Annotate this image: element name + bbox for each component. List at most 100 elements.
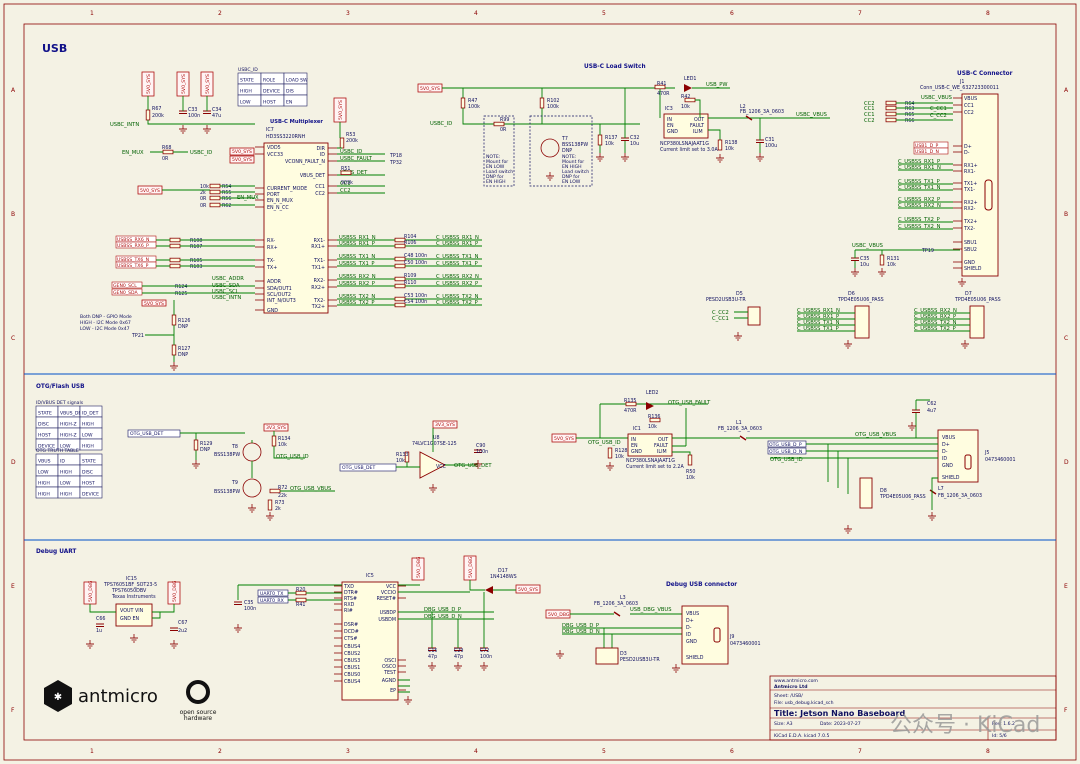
net-label: C_USBSS_TX1_N <box>797 320 840 326</box>
svg-text:ID: ID <box>686 632 691 638</box>
svg-text:OTG_USB_VBUS: OTG_USB_VBUS <box>855 432 896 438</box>
table-cell: HIGH <box>82 444 94 450</box>
power-sel-1: 5V0_SYS <box>229 147 255 156</box>
ic7-pin-label: VDD5 <box>267 145 281 151</box>
table-cell: DEVICE <box>82 492 99 498</box>
svg-text:5V0_SYS: 5V0_SYS <box>232 149 252 155</box>
svg-text:R72: R72 <box>278 485 287 491</box>
grid-col-label: 1 <box>90 748 94 755</box>
ic1-ref: IC1 <box>633 426 641 432</box>
svg-text:C_CC1: C_CC1 <box>930 106 947 112</box>
svg-text:C62: C62 <box>927 401 936 407</box>
d6-ref: D6 <box>848 291 855 297</box>
grid-row-label: E <box>11 583 15 590</box>
hier-label: GEN0_SDA <box>113 290 138 296</box>
svg-text:R42: R42 <box>681 94 690 100</box>
svg-text:5V0_DBG: 5V0_DBG <box>416 556 422 578</box>
ic15-ref: IC15 <box>126 576 137 582</box>
svg-text:TP19: TP19 <box>921 248 934 254</box>
svg-text:5V0_SYS: 5V0_SYS <box>338 100 344 120</box>
table-cell: HOST <box>263 100 276 106</box>
part-ref: C54 100n <box>404 299 427 305</box>
table-cell: DEVICE <box>263 89 280 95</box>
svg-text:5V0_SYS: 5V0_SYS <box>420 86 440 92</box>
ic1-body <box>627 433 673 457</box>
j1-part: Conn_USB-C_WE_632723300011 <box>920 85 999 91</box>
esd-d6: D6 TPD4E05U06_PASS <box>837 291 884 349</box>
ic7-pin-label: VCONN_FAULT_N <box>285 159 325 165</box>
tb-date: Date: 2023-07-27 <box>820 721 861 727</box>
svg-text:DNP: DNP <box>562 148 572 154</box>
svg-text:D+: D+ <box>942 442 950 448</box>
net-label: CC2 <box>864 118 875 124</box>
ic1-note: Current limit set to 2.2A <box>626 464 684 470</box>
d17-part: 1N4148WS <box>490 574 517 580</box>
net-label: C_USBSS_TX1_P <box>436 261 478 267</box>
grid-row-label: C <box>1064 335 1068 342</box>
svg-text:R129: R129 <box>200 441 213 447</box>
table-cell: ROLE <box>263 78 275 84</box>
dnp-box-t7 <box>529 115 593 187</box>
ic7-pin-label: CC1 <box>315 184 325 190</box>
svg-text:10k: 10k <box>605 141 614 147</box>
tb-file: File: usb_debug.kicad_sch <box>774 700 834 706</box>
svg-text:DBG_USB_D_N: DBG_USB_D_N <box>562 629 600 635</box>
net-label: C_USBSS_TX2_P <box>914 326 956 332</box>
grid-row-label: F <box>1064 707 1068 714</box>
svg-text:OTG_USB_D_P: OTG_USB_D_P <box>769 442 802 448</box>
tb-sheet: Sheet: /USB/ <box>774 693 803 699</box>
net-label: C_USBSS_RX2_N <box>898 203 941 209</box>
grid-row-label: B <box>1064 211 1068 218</box>
svg-text:TP18: TP18 <box>389 153 402 159</box>
power-5v0-left: 5V0_SYS <box>137 185 163 195</box>
svg-text:VOUT VIN: VOUT VIN <box>120 608 144 614</box>
t7-ref: T7 <box>561 136 568 142</box>
svg-text:R128: R128 <box>615 448 628 454</box>
net-label: C_USBSS_RX2_P <box>898 197 940 203</box>
svg-text:5V0_SYS: 5V0_SYS <box>181 74 187 94</box>
svg-text:22k: 22k <box>278 493 287 499</box>
svg-text:5V0_DBG: 5V0_DBG <box>172 580 178 602</box>
page-title: USB <box>42 42 67 55</box>
svg-text:R68: R68 <box>162 145 171 151</box>
j1-pin-label: SBU1 <box>964 240 977 246</box>
ic7-pin-label: SCL/OUT2 <box>267 292 291 298</box>
svg-text:3V3_SYS: 3V3_SYS <box>435 422 455 428</box>
osh-logo: open source hardware <box>180 680 217 722</box>
table-cell: HIGH-Z <box>60 433 77 439</box>
ic5-pin-label: TEST <box>383 670 396 676</box>
ic7-pin-label: ID <box>320 152 325 158</box>
svg-text:USBC_VBUS: USBC_VBUS <box>921 95 952 101</box>
svg-text:OTG_USB_ID: OTG_USB_ID <box>588 440 621 446</box>
svg-text:GND EN: GND EN <box>120 616 140 622</box>
power-3v3-otg: 3V3_SYS <box>263 423 289 432</box>
ic7-multiplexer: USB-C Multiplexer IC7 HD3SS3220RNH VDD5V… <box>255 119 337 314</box>
net-label: C_USBSS_RX1_P <box>898 159 940 165</box>
table-cell: HIGH <box>60 492 72 498</box>
table-cell: LOW <box>38 470 49 476</box>
svg-text:R133: R133 <box>396 452 409 458</box>
net-label: C_USBSS_TX2_P <box>898 217 940 223</box>
d8-part: TPD4E05U06_PASS <box>879 494 926 500</box>
tb-rev: Rev: 1.6.2 <box>992 721 1015 727</box>
svg-text:C35: C35 <box>244 600 253 606</box>
svg-text:5V0_DBG: 5V0_DBG <box>88 580 94 602</box>
svg-text:200k: 200k <box>152 113 164 119</box>
grid-col-label: 5 <box>602 748 606 755</box>
grid-row-label: B <box>11 211 15 218</box>
part-ref: R106 <box>404 240 417 246</box>
grid-col-label: 1 <box>90 10 94 17</box>
svg-text:VBUS: VBUS <box>942 435 955 441</box>
l7-part: FB_1206_3A_0603 <box>938 493 982 499</box>
svg-text:R67: R67 <box>152 106 161 112</box>
svg-text:47p: 47p <box>428 654 437 660</box>
svg-text:2u2: 2u2 <box>178 628 187 634</box>
resistor-ref: R125 <box>175 291 188 297</box>
ic5-pin-label: CBUS1 <box>344 665 360 671</box>
svg-text:OTG_USB_DET: OTG_USB_DET <box>342 465 375 471</box>
svg-text:R41: R41 <box>296 602 305 608</box>
ic7-pin-label: TX+ <box>266 265 277 271</box>
net-label: USBC_ADDR <box>212 276 244 282</box>
